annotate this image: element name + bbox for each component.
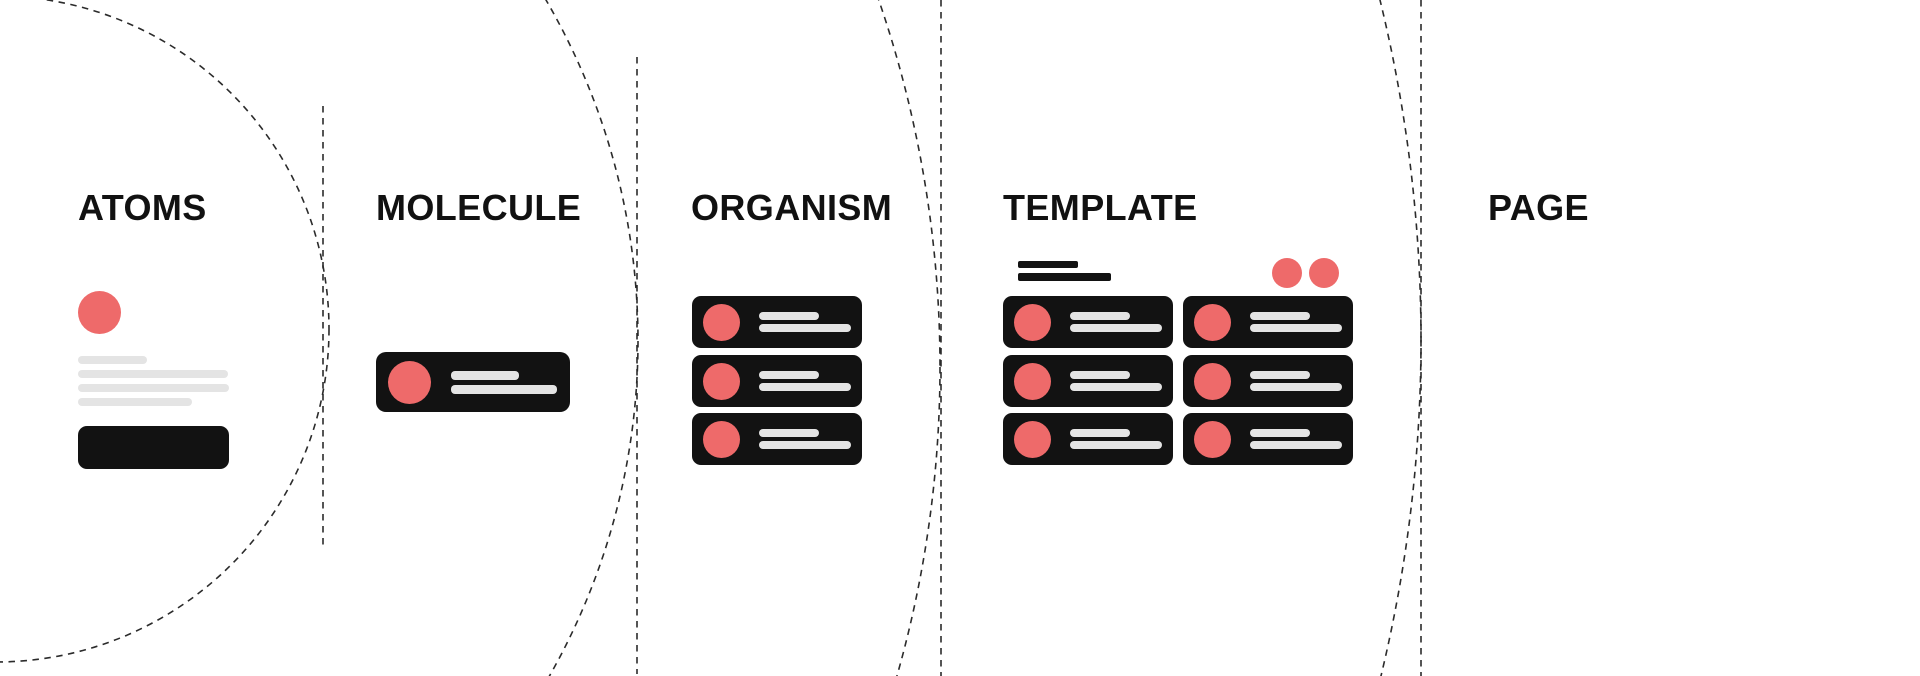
atom-text-line-placeholder bbox=[78, 370, 228, 378]
card-text-line bbox=[1070, 371, 1130, 379]
card-text-line bbox=[1070, 383, 1162, 391]
card-text-lines bbox=[1070, 312, 1162, 332]
heading-page: PAGE bbox=[1488, 187, 1589, 228]
template-card bbox=[1183, 355, 1353, 407]
molecule-card bbox=[376, 352, 570, 412]
card-text-line bbox=[759, 371, 819, 379]
card-avatar-circle bbox=[1014, 362, 1051, 400]
card-avatar-circle bbox=[1194, 362, 1231, 400]
card-text-line bbox=[1070, 429, 1130, 437]
card-text-line bbox=[759, 324, 851, 332]
heading-template: TEMPLATE bbox=[1003, 187, 1198, 228]
card-text-line bbox=[1250, 441, 1342, 449]
atom-text-line-placeholder bbox=[78, 398, 192, 406]
card-avatar-circle bbox=[388, 360, 431, 404]
card-avatar-circle bbox=[1194, 303, 1231, 341]
card-text-line bbox=[1250, 324, 1342, 332]
card-text-line bbox=[1250, 383, 1342, 391]
card-text-lines bbox=[759, 429, 851, 449]
card-text-line bbox=[1250, 312, 1310, 320]
template-card bbox=[1003, 413, 1173, 465]
organism-card bbox=[692, 355, 862, 407]
card-text-lines bbox=[759, 371, 851, 391]
heading-organism: ORGANISM bbox=[691, 187, 893, 228]
card-avatar-circle bbox=[1014, 303, 1051, 341]
card-text-line bbox=[1070, 324, 1162, 332]
template-logo-bar bbox=[1018, 261, 1078, 268]
organism-card bbox=[692, 413, 862, 465]
card-text-lines bbox=[1250, 371, 1342, 391]
template-nav-dot bbox=[1272, 258, 1302, 288]
heading-molecule: MOLECULE bbox=[376, 187, 582, 228]
orbit-circle-molecule bbox=[544, 0, 639, 676]
template-logo-bar bbox=[1018, 273, 1111, 281]
template-card bbox=[1183, 296, 1353, 348]
template-card bbox=[1003, 355, 1173, 407]
card-text-lines bbox=[1250, 312, 1342, 332]
organism-card bbox=[692, 296, 862, 348]
atom-avatar-circle bbox=[78, 291, 121, 334]
card-avatar-circle bbox=[703, 420, 740, 458]
card-text-line bbox=[451, 384, 557, 394]
card-text-lines bbox=[759, 312, 851, 332]
atom-text-line-placeholder bbox=[78, 356, 147, 364]
template-card bbox=[1183, 413, 1353, 465]
card-avatar-circle bbox=[703, 303, 740, 341]
heading-atoms: ATOMS bbox=[78, 187, 207, 228]
card-avatar-circle bbox=[703, 362, 740, 400]
card-text-line bbox=[1070, 441, 1162, 449]
card-text-line bbox=[1070, 312, 1130, 320]
atom-text-line-placeholder bbox=[78, 384, 229, 392]
atom-button-block bbox=[78, 426, 229, 469]
card-text-line bbox=[759, 383, 851, 391]
card-text-line bbox=[1250, 429, 1310, 437]
card-text-line bbox=[759, 429, 819, 437]
card-text-lines bbox=[451, 370, 557, 394]
template-card bbox=[1003, 296, 1173, 348]
orbit-circle-atoms bbox=[0, 0, 330, 663]
card-text-line bbox=[451, 370, 519, 380]
card-text-lines bbox=[1070, 371, 1162, 391]
card-avatar-circle bbox=[1014, 420, 1051, 458]
card-text-line bbox=[759, 312, 819, 320]
card-text-lines bbox=[1070, 429, 1162, 449]
template-nav-dot bbox=[1309, 258, 1339, 288]
card-text-lines bbox=[1250, 429, 1342, 449]
orbit-circle-organism bbox=[877, 0, 941, 676]
card-text-line bbox=[1250, 371, 1310, 379]
card-text-line bbox=[759, 441, 851, 449]
card-avatar-circle bbox=[1194, 420, 1231, 458]
